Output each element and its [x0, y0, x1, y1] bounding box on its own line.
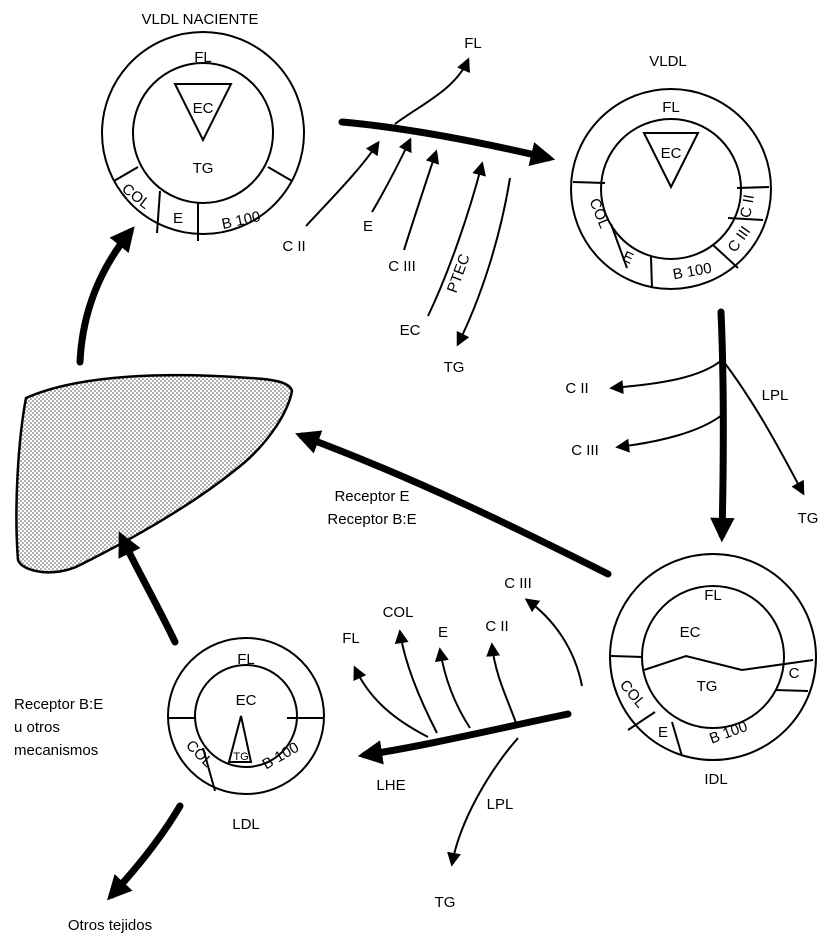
- bottom-lpl-label: LPL: [487, 796, 514, 813]
- top-ciii-label: C III: [388, 258, 416, 275]
- top-ptec-label: PTEC: [444, 252, 474, 296]
- ldl-to-liver-arrow: [122, 538, 175, 642]
- receptor-e-label: Receptor E: [334, 488, 409, 505]
- right-ciii-arrow: [618, 415, 722, 447]
- idl-fl: FL: [704, 587, 722, 604]
- vldl-naciente-fl: FL: [194, 49, 212, 66]
- ldl-title: LDL: [232, 816, 260, 833]
- right-cii-label: C II: [565, 380, 588, 397]
- idl-to-ldl-arrow: [365, 714, 568, 755]
- bottom-ciii-arrow: [527, 600, 582, 686]
- ciii-uptake-arrow: [404, 152, 436, 250]
- vldl-to-idl-arrow: [721, 312, 723, 535]
- vldl-naciente-e: E: [173, 210, 183, 227]
- other-tissues-label: Otros tejidos: [68, 917, 152, 934]
- right-lpl-label: LPL: [762, 387, 789, 404]
- idl-to-liver-arrow: [302, 436, 608, 574]
- ldl-disposal: Receptor B:E u otros mecanismos Otros te…: [14, 232, 180, 934]
- top-ec-label: EC: [400, 322, 421, 339]
- right-tg-label: TG: [798, 510, 819, 527]
- ldl-receptor-line1: Receptor B:E: [14, 696, 103, 713]
- bottom-fl-arrow: [355, 668, 428, 737]
- bottom-exchange: LHE C III C II E COL FL LPL TG: [342, 575, 582, 911]
- liver-shape: [16, 375, 292, 572]
- idl-c: C: [789, 665, 800, 682]
- cii-uptake-arrow: [306, 143, 378, 226]
- ldl-fl: FL: [237, 651, 255, 668]
- ldl-receptor-line3: mecanismos: [14, 742, 98, 759]
- idl-to-liver: Receptor E Receptor B:E: [302, 436, 608, 574]
- vldl-naciente-title: VLDL NACIENTE: [142, 11, 259, 28]
- bottom-col-arrow: [400, 632, 437, 733]
- top-fl-label: FL: [464, 35, 482, 52]
- bottom-fl-label: FL: [342, 630, 360, 647]
- top-tg-label: TG: [444, 359, 465, 376]
- vldl-ec: EC: [661, 145, 682, 162]
- ldl-receptor-line2: u otros: [14, 719, 60, 736]
- top-exchange: FL C II E C III EC PTEC TG: [282, 35, 548, 376]
- bottom-e-arrow: [440, 650, 470, 728]
- vldl-naciente-ec: EC: [193, 100, 214, 117]
- ldl-particle: LDL FL EC TG COL B 100: [168, 638, 324, 833]
- idl-tg: TG: [697, 678, 718, 695]
- vldl-naciente-particle: VLDL NACIENTE FL EC TG COL E B 100: [102, 11, 304, 241]
- top-e-label: E: [363, 218, 373, 235]
- bottom-col-label: COL: [383, 604, 414, 621]
- fl-release-arrow: [395, 60, 468, 124]
- idl-ec: EC: [680, 624, 701, 641]
- right-tg-arrow: [724, 362, 803, 493]
- bottom-e-label: E: [438, 624, 448, 641]
- idl-title: IDL: [704, 771, 727, 788]
- right-cii-arrow: [612, 360, 722, 388]
- bottom-cii-arrow: [492, 645, 516, 723]
- idl-e: E: [658, 724, 668, 741]
- e-uptake-arrow: [372, 140, 410, 212]
- ldl-tg: TG: [233, 751, 248, 763]
- ldl-to-other-tissues-arrow: [112, 806, 180, 895]
- top-cii-label: C II: [282, 238, 305, 255]
- bottom-cii-label: C II: [485, 618, 508, 635]
- vldl-fl: FL: [662, 99, 680, 116]
- vldl-naciente-tg: TG: [193, 160, 214, 177]
- right-exchange: C II C III LPL TG: [565, 312, 818, 535]
- ldl-ec: EC: [236, 692, 257, 709]
- vldl-title: VLDL: [649, 53, 687, 70]
- bottom-ciii-label: C III: [504, 575, 532, 592]
- vldl-particle: VLDL FL EC COL E B 100 C II C III: [571, 53, 771, 289]
- vldl-naciente-to-vldl-arrow: [342, 122, 548, 158]
- bottom-tg-label: TG: [435, 894, 456, 911]
- liver-to-vldl-naciente-arrow: [80, 232, 130, 362]
- right-ciii-label: C III: [571, 442, 599, 459]
- receptor-be-label: Receptor B:E: [327, 511, 416, 528]
- bottom-lhe-label: LHE: [376, 777, 405, 794]
- idl-particle: IDL FL EC TG COL E B 100 C: [610, 554, 816, 788]
